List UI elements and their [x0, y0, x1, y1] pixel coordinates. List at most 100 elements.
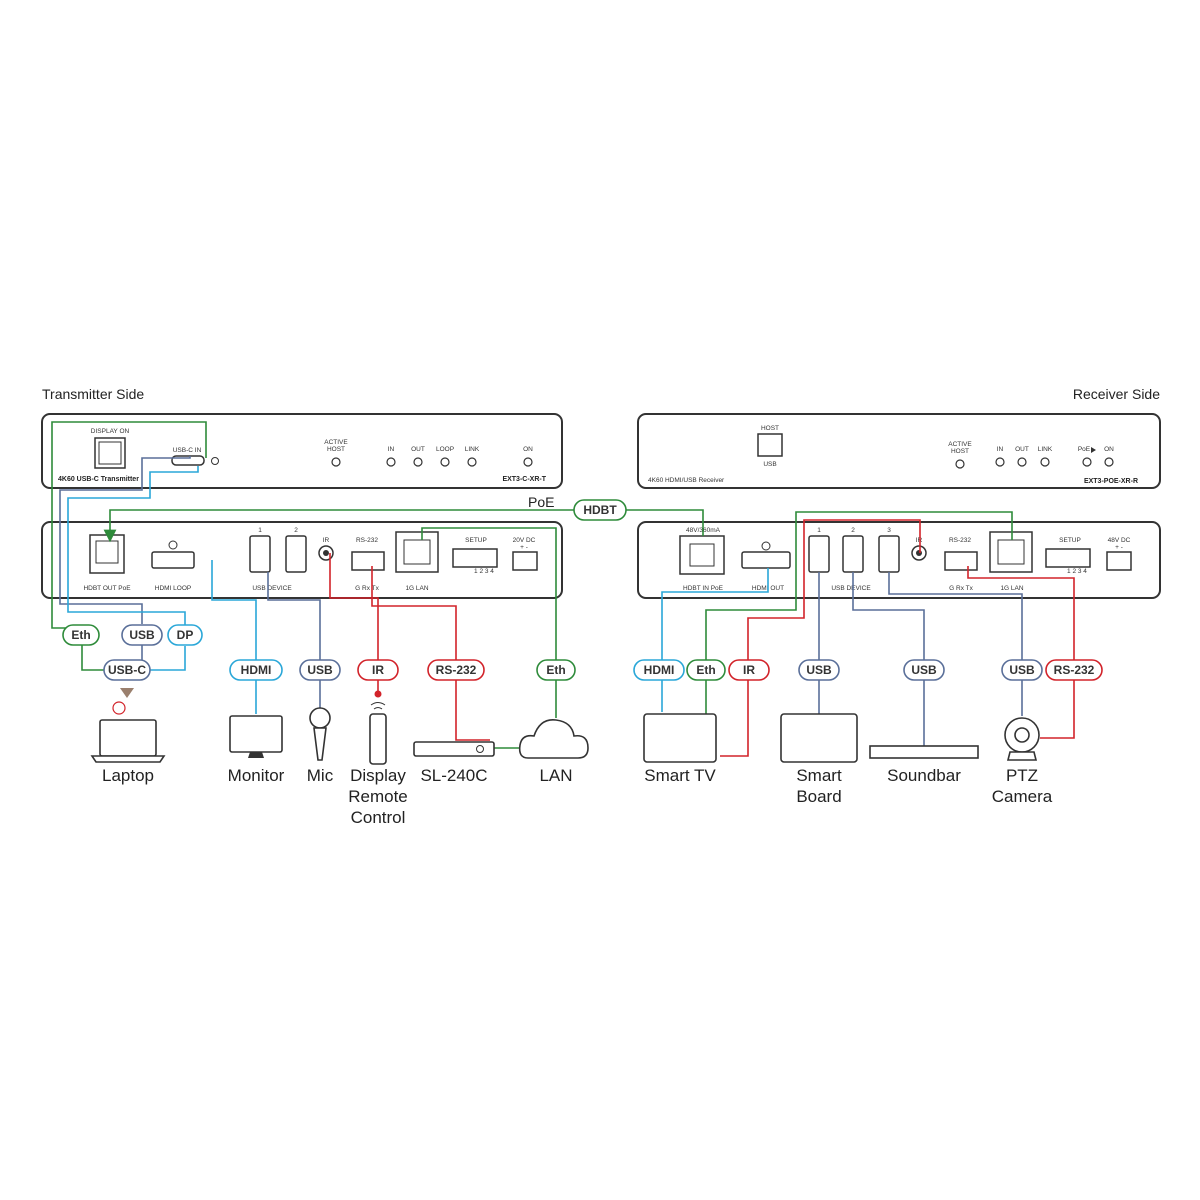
rx-active-host-label-2: HOST: [951, 448, 969, 455]
rx-led-poe-label: PoE: [1078, 446, 1091, 453]
receiver-side-title: Receiver Side: [1073, 386, 1160, 402]
tx-active-host-label-1: ACTIVE: [324, 439, 348, 446]
rx-hdbt-in-label: HDBT IN PoE: [683, 585, 724, 592]
device-label-smart-board-1: Smart: [796, 766, 842, 785]
tx-led-in: [386, 457, 396, 467]
smart-tv-icon: [643, 713, 717, 763]
rx-led-in: [995, 457, 1005, 467]
receiver-rear-panel: 48V/360mA HDBT IN PoE HDMI OUT 1 2 3 USB…: [637, 521, 1161, 599]
pill-tx-usb: USB: [121, 624, 163, 646]
receiver-front-panel: HOST USB ACTIVE HOST IN OUT LINK PoE ON …: [637, 413, 1161, 489]
tx-usb-device-port-1[interactable]: [249, 535, 271, 573]
rx-rs232-port[interactable]: [944, 551, 978, 571]
device-label-soundbar: Soundbar: [887, 766, 961, 785]
tx-rs232-port[interactable]: [351, 551, 385, 571]
device-label-monitor: Monitor: [228, 766, 285, 785]
pill-tx-usb2: USB: [299, 659, 341, 681]
device-label-remote-2: Remote: [348, 787, 408, 806]
rx-host-label: HOST: [761, 425, 779, 432]
rx-setup-dip-switch[interactable]: [1045, 548, 1091, 568]
device-label-lan: LAN: [539, 766, 572, 785]
rx-led-out-label: OUT: [1015, 446, 1029, 453]
svg-text:Eth: Eth: [71, 628, 90, 642]
rx-rs232-pins: G Rx Tx: [949, 585, 973, 592]
tx-led-link-label: LINK: [465, 446, 480, 453]
mic-icon: [309, 707, 331, 761]
rx-usb-1-num: 1: [817, 527, 821, 534]
rx-hdmi-out-port[interactable]: [741, 551, 791, 569]
tx-power-polarity: + -: [520, 544, 528, 551]
transmitter-rear-panel: HDBT OUT PoE HDMI LOOP 1 2 USB DEVICE IR…: [41, 521, 563, 599]
pill-tx-hdmi: HDMI: [229, 659, 283, 681]
tx-active-host-label-2: HOST: [327, 446, 345, 453]
tx-ir-label: IR: [323, 537, 330, 544]
tx-setup-label: SETUP: [465, 537, 487, 544]
pill-tx-usbc: USB-C: [103, 659, 151, 681]
rx-ir-label: IR: [916, 537, 923, 544]
pill-tx-rs232: RS-232: [427, 659, 485, 681]
tx-led-link: [467, 457, 477, 467]
rx-usb-device-port-2[interactable]: [842, 535, 864, 573]
rx-usb-device-port-3[interactable]: [878, 535, 900, 573]
device-label-ptz-1: PTZ: [1006, 766, 1038, 785]
rx-led-in-label: IN: [997, 446, 1004, 453]
device-label-smart-tv: Smart TV: [644, 766, 716, 785]
rx-power-port[interactable]: [1106, 551, 1132, 571]
svg-text:IR: IR: [372, 663, 384, 677]
svg-text:DP: DP: [177, 628, 194, 642]
rx-usb-host-port[interactable]: [757, 433, 783, 457]
device-label-remote-3: Control: [351, 808, 406, 827]
play-icon: [1091, 447, 1096, 453]
tx-usb-1-num: 1: [258, 527, 262, 534]
rx-active-host-led: [955, 459, 965, 469]
tx-usb-device-label: USB DEVICE: [252, 585, 292, 592]
rx-setup-label: SETUP: [1059, 537, 1081, 544]
sl240c-icon: [413, 741, 495, 757]
tx-lan-label: 1G LAN: [405, 585, 428, 592]
tx-power-label: 20V DC: [513, 537, 536, 544]
rx-led-link: [1040, 457, 1050, 467]
svg-text:RS-232: RS-232: [1054, 663, 1095, 677]
rx-usb-device-port-1[interactable]: [808, 535, 830, 573]
pill-rx-usb1: USB: [798, 659, 840, 681]
rx-led-on-label: ON: [1104, 446, 1114, 453]
cables: [51, 421, 1075, 757]
device-label-laptop: Laptop: [102, 766, 154, 785]
rx-power-polarity: + -: [1115, 544, 1123, 551]
display-on-label: DISPLAY ON: [91, 428, 130, 435]
rx-active-host-label-1: ACTIVE: [948, 441, 972, 448]
svg-text:Eth: Eth: [696, 663, 715, 677]
rx-model: EXT3-POE-XR-R: [1084, 478, 1138, 485]
tx-led-loop: [440, 457, 450, 467]
hdbt-pill: HDBT: [573, 499, 627, 521]
poe-label: PoE: [528, 494, 554, 510]
tx-usb-device-port-2[interactable]: [285, 535, 307, 573]
svg-text:USB: USB: [129, 628, 155, 642]
rx-product-name: 4K60 HDMI/USB Receiver: [648, 477, 725, 484]
usbc-in-label: USB-C IN: [173, 447, 202, 454]
tx-setup-dip-switch[interactable]: [452, 548, 498, 568]
svg-text:USB: USB: [1009, 663, 1035, 677]
pill-tx-eth2: Eth: [536, 659, 576, 681]
tx-power-port[interactable]: [512, 551, 538, 571]
svg-text:USB: USB: [806, 663, 832, 677]
tx-model: EXT3-C-XR-T: [502, 476, 546, 483]
rx-led-on: [1104, 457, 1114, 467]
device-label-sl240c: SL-240C: [420, 766, 487, 785]
tx-setup-nums: 1 2 3 4: [474, 568, 494, 575]
svg-text:USB: USB: [911, 663, 937, 677]
tx-rs232-label: RS-232: [356, 537, 378, 544]
tx-hdbt-out-label: HDBT OUT PoE: [83, 585, 131, 592]
svg-text:RS-232: RS-232: [436, 663, 477, 677]
tx-hdmi-loop-port[interactable]: [151, 551, 195, 569]
rx-led-link-label: LINK: [1038, 446, 1053, 453]
smart-board-icon: [780, 713, 858, 763]
tx-product-name: 4K60 USB-C Transmitter: [58, 476, 139, 483]
svg-text:USB: USB: [307, 663, 333, 677]
pill-rx-rs232: RS-232: [1045, 659, 1103, 681]
tx-led-out-label: OUT: [411, 446, 425, 453]
lan-cloud-icon: [518, 719, 589, 759]
tx-led-on: [523, 457, 533, 467]
hdbt-link-line: [103, 509, 704, 543]
